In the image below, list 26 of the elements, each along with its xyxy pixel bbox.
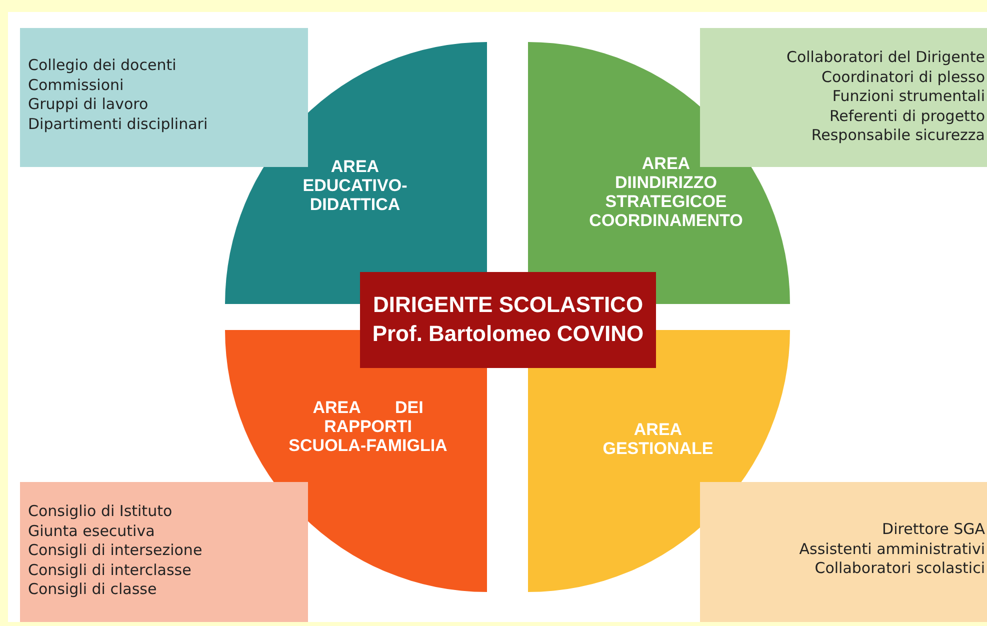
list-item: Dipartimenti disciplinari [28, 114, 209, 134]
title-banner: DIRIGENTE SCOLASTICO Prof. Bartolomeo COVINO [360, 272, 656, 368]
area-label: AREA DIINDIRIZZO STRATEGICOE COORDINAMENTO [588, 154, 744, 230]
list-item: Giunta esecutiva [28, 522, 156, 541]
list-item: Collaboratori scolastici [814, 559, 985, 578]
list-item: Consigli di interclasse [28, 560, 192, 580]
list-item: Referenti di progetto [828, 106, 985, 126]
area-label: AREA EDUCATIVO- DIDATTICA [302, 157, 408, 214]
list-item: Direttore SGA [881, 520, 985, 540]
list-item: Coordinatori di plesso [820, 68, 985, 87]
list-item: Consigli di classe [28, 580, 158, 600]
list-item: Commissioni [28, 76, 125, 95]
list-item: Consiglio di Istituto [28, 502, 174, 522]
info-panel [20, 482, 308, 622]
list-item: Responsabile sicurezza [810, 126, 985, 146]
list-item: Collaboratori del Dirigente [785, 48, 985, 68]
area-label: AREA GESTIONALE [602, 420, 714, 458]
list-item: Consigli di intersezione [28, 541, 204, 560]
area-label: AREA DEI RAPPORTI SCUOLA-FAMIGLIA [288, 398, 448, 456]
list-item: Funzioni strumentali [831, 87, 985, 106]
list-item: Gruppi di lavoro [28, 95, 150, 114]
info-panel [700, 482, 987, 622]
list-item: Collegio dei docenti [28, 56, 178, 76]
list-item: Assistenti amministrativi [798, 540, 985, 559]
info-panel [20, 28, 308, 167]
info-panel [700, 28, 987, 167]
